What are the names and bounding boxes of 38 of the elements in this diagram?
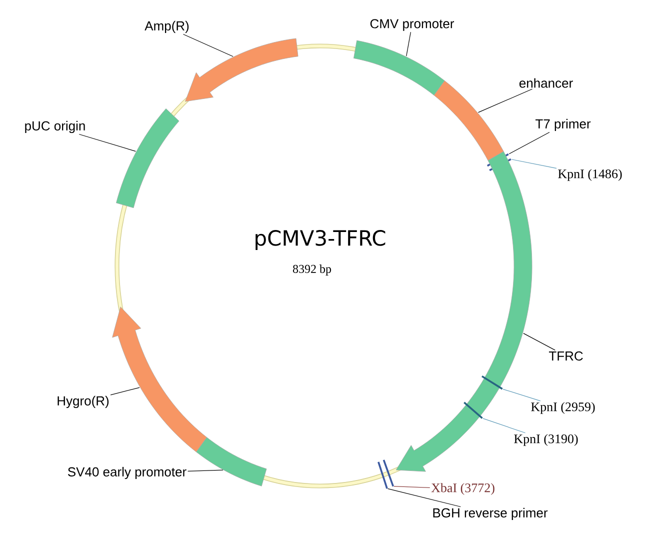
feature-arrow [185,38,298,102]
leader-line [394,486,430,488]
leader-line [188,470,224,472]
leader-line [511,159,557,169]
leader-line [508,132,550,154]
feature-label: BGH reverse primer [433,508,548,520]
site-mark [482,375,503,390]
leader-line [502,388,541,402]
site-mark [464,402,483,419]
leader-line [406,32,412,56]
feature-label: SV40 early promoter [68,466,186,480]
feature-label: KpnI (2959) [531,402,595,414]
feature-label: Hygro(R) [58,396,109,408]
feature-label: KpnI (3190) [514,434,578,446]
leader-line [182,34,234,57]
feature-label: Amp(R) [144,20,189,34]
plasmid-name: pCMV3-TFRC [256,230,386,250]
feature-label: XbaI (3772) [431,483,494,495]
leader-line [387,488,461,508]
leader-line [478,88,533,113]
feature-label: TFRC [548,351,583,361]
plasmid-size: 8392 bp [292,264,332,276]
leader-line [482,418,526,434]
feature-label: KpnI (1486) [558,169,622,181]
feature-arrow [112,306,207,452]
feature-bar [116,108,180,208]
feature-label: T7 primer [536,118,591,132]
feature-label: CMV promoter [370,19,454,31]
leader-line [110,387,140,396]
feature-bar [434,80,504,161]
site-mark [382,460,394,487]
feature-bar [354,40,445,96]
feature-label: pUC origin [25,120,85,134]
site-mark [378,462,388,489]
feature-label: enhancer [519,78,573,88]
leader-line [78,134,136,152]
leader-line [523,333,556,350]
feature-bar [196,437,267,486]
